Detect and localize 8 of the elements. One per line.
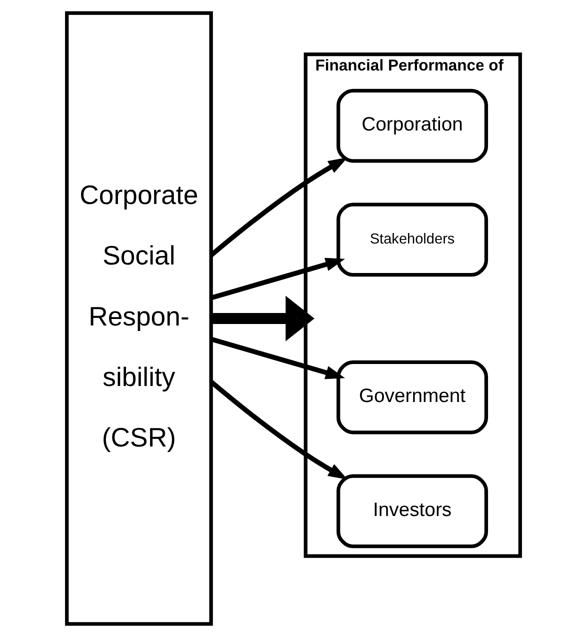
node-box: Government bbox=[336, 360, 488, 434]
arrow bbox=[210, 336, 345, 380]
arrow bbox=[210, 296, 314, 342]
node-box: Investors bbox=[336, 474, 488, 548]
arrow bbox=[210, 258, 345, 300]
node-box: Stakeholders bbox=[336, 202, 488, 277]
node-box: Corporation bbox=[336, 88, 488, 163]
node-box: Corporate Social Respon- sibility (CSR) bbox=[64, 11, 212, 626]
